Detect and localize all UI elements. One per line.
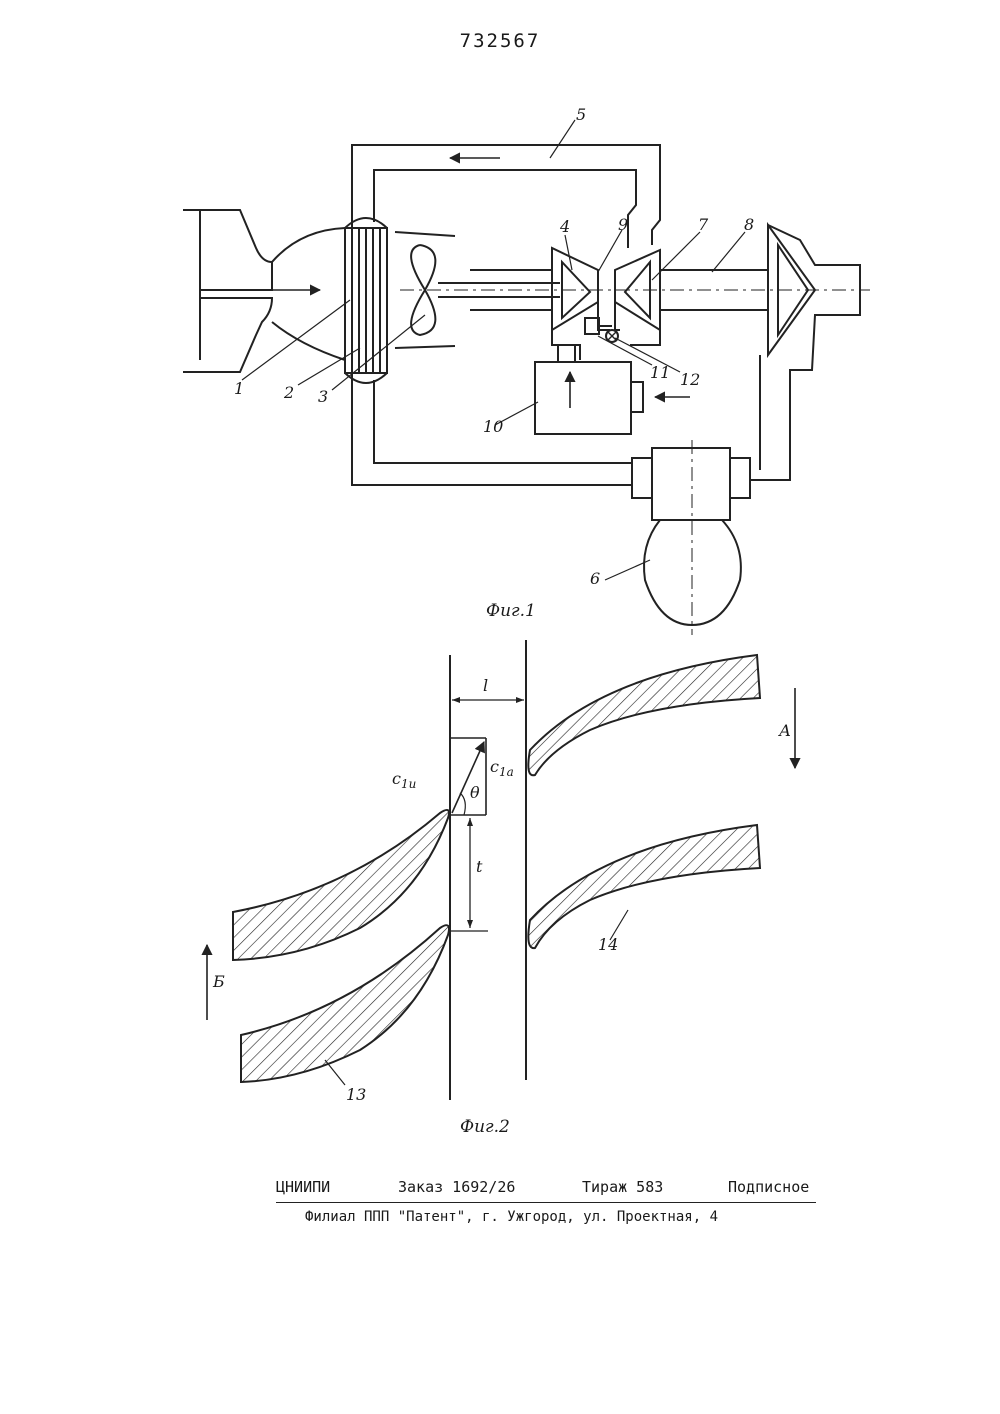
figure-2-diagram bbox=[207, 640, 795, 1100]
label-c1u: c1u bbox=[392, 769, 416, 791]
footer-order: Заказ 1692/26 bbox=[398, 1178, 515, 1196]
label-1: 1 bbox=[234, 379, 244, 398]
label-14: 14 bbox=[598, 935, 618, 954]
label-10: 10 bbox=[483, 417, 503, 436]
figure-1-schematic bbox=[183, 120, 870, 635]
figure-1-labels: 1 2 3 4 5 6 7 8 9 10 11 12 Фиг.1 bbox=[234, 105, 754, 621]
label-t: t bbox=[476, 857, 483, 876]
label-8: 8 bbox=[744, 215, 754, 234]
label-a: А bbox=[778, 721, 791, 740]
label-7: 7 bbox=[698, 215, 709, 234]
label-c1u-main: c bbox=[392, 769, 401, 788]
label-c1u-sub: 1u bbox=[401, 777, 416, 791]
velocity-triangle bbox=[450, 738, 486, 815]
footer-branch: Филиал ППП "Патент", г. Ужгород, ул. Про… bbox=[305, 1209, 718, 1225]
label-13: 13 bbox=[346, 1085, 366, 1104]
label-theta: θ bbox=[470, 783, 480, 802]
label-2: 2 bbox=[283, 383, 294, 402]
label-4: 4 bbox=[559, 217, 570, 236]
footer-divider bbox=[276, 1202, 816, 1203]
engine-inlet bbox=[183, 210, 345, 372]
label-9: 9 bbox=[618, 215, 628, 234]
label-12: 12 bbox=[680, 370, 700, 389]
footer-circulation: Тираж 583 bbox=[582, 1178, 663, 1196]
figure-2-caption: Фиг.2 bbox=[460, 1117, 510, 1137]
leader-13 bbox=[325, 1060, 345, 1085]
label-3: 3 bbox=[318, 387, 328, 406]
compressor-6 bbox=[632, 440, 750, 635]
figure-1-caption: Фиг.1 bbox=[486, 601, 536, 621]
blade-14-upper bbox=[528, 655, 760, 775]
blade-13-upper bbox=[233, 810, 449, 960]
footer-subscription: Подписное bbox=[728, 1178, 809, 1196]
label-5: 5 bbox=[576, 105, 586, 124]
label-11: 11 bbox=[650, 363, 670, 382]
label-b: Б bbox=[212, 972, 225, 991]
footer-org: ЦНИИПИ bbox=[276, 1178, 330, 1196]
label-c1a: c1a bbox=[490, 757, 514, 779]
blade-14-lower bbox=[528, 825, 760, 948]
heat-exchanger bbox=[345, 218, 387, 383]
label-c1a-main: c bbox=[490, 757, 499, 776]
combustor bbox=[535, 345, 643, 434]
label-6: 6 bbox=[590, 569, 600, 588]
power-turbine bbox=[750, 225, 860, 480]
label-c1a-sub: 1a bbox=[499, 765, 514, 779]
turbo-unit bbox=[552, 248, 660, 360]
label-l: l bbox=[483, 676, 488, 695]
